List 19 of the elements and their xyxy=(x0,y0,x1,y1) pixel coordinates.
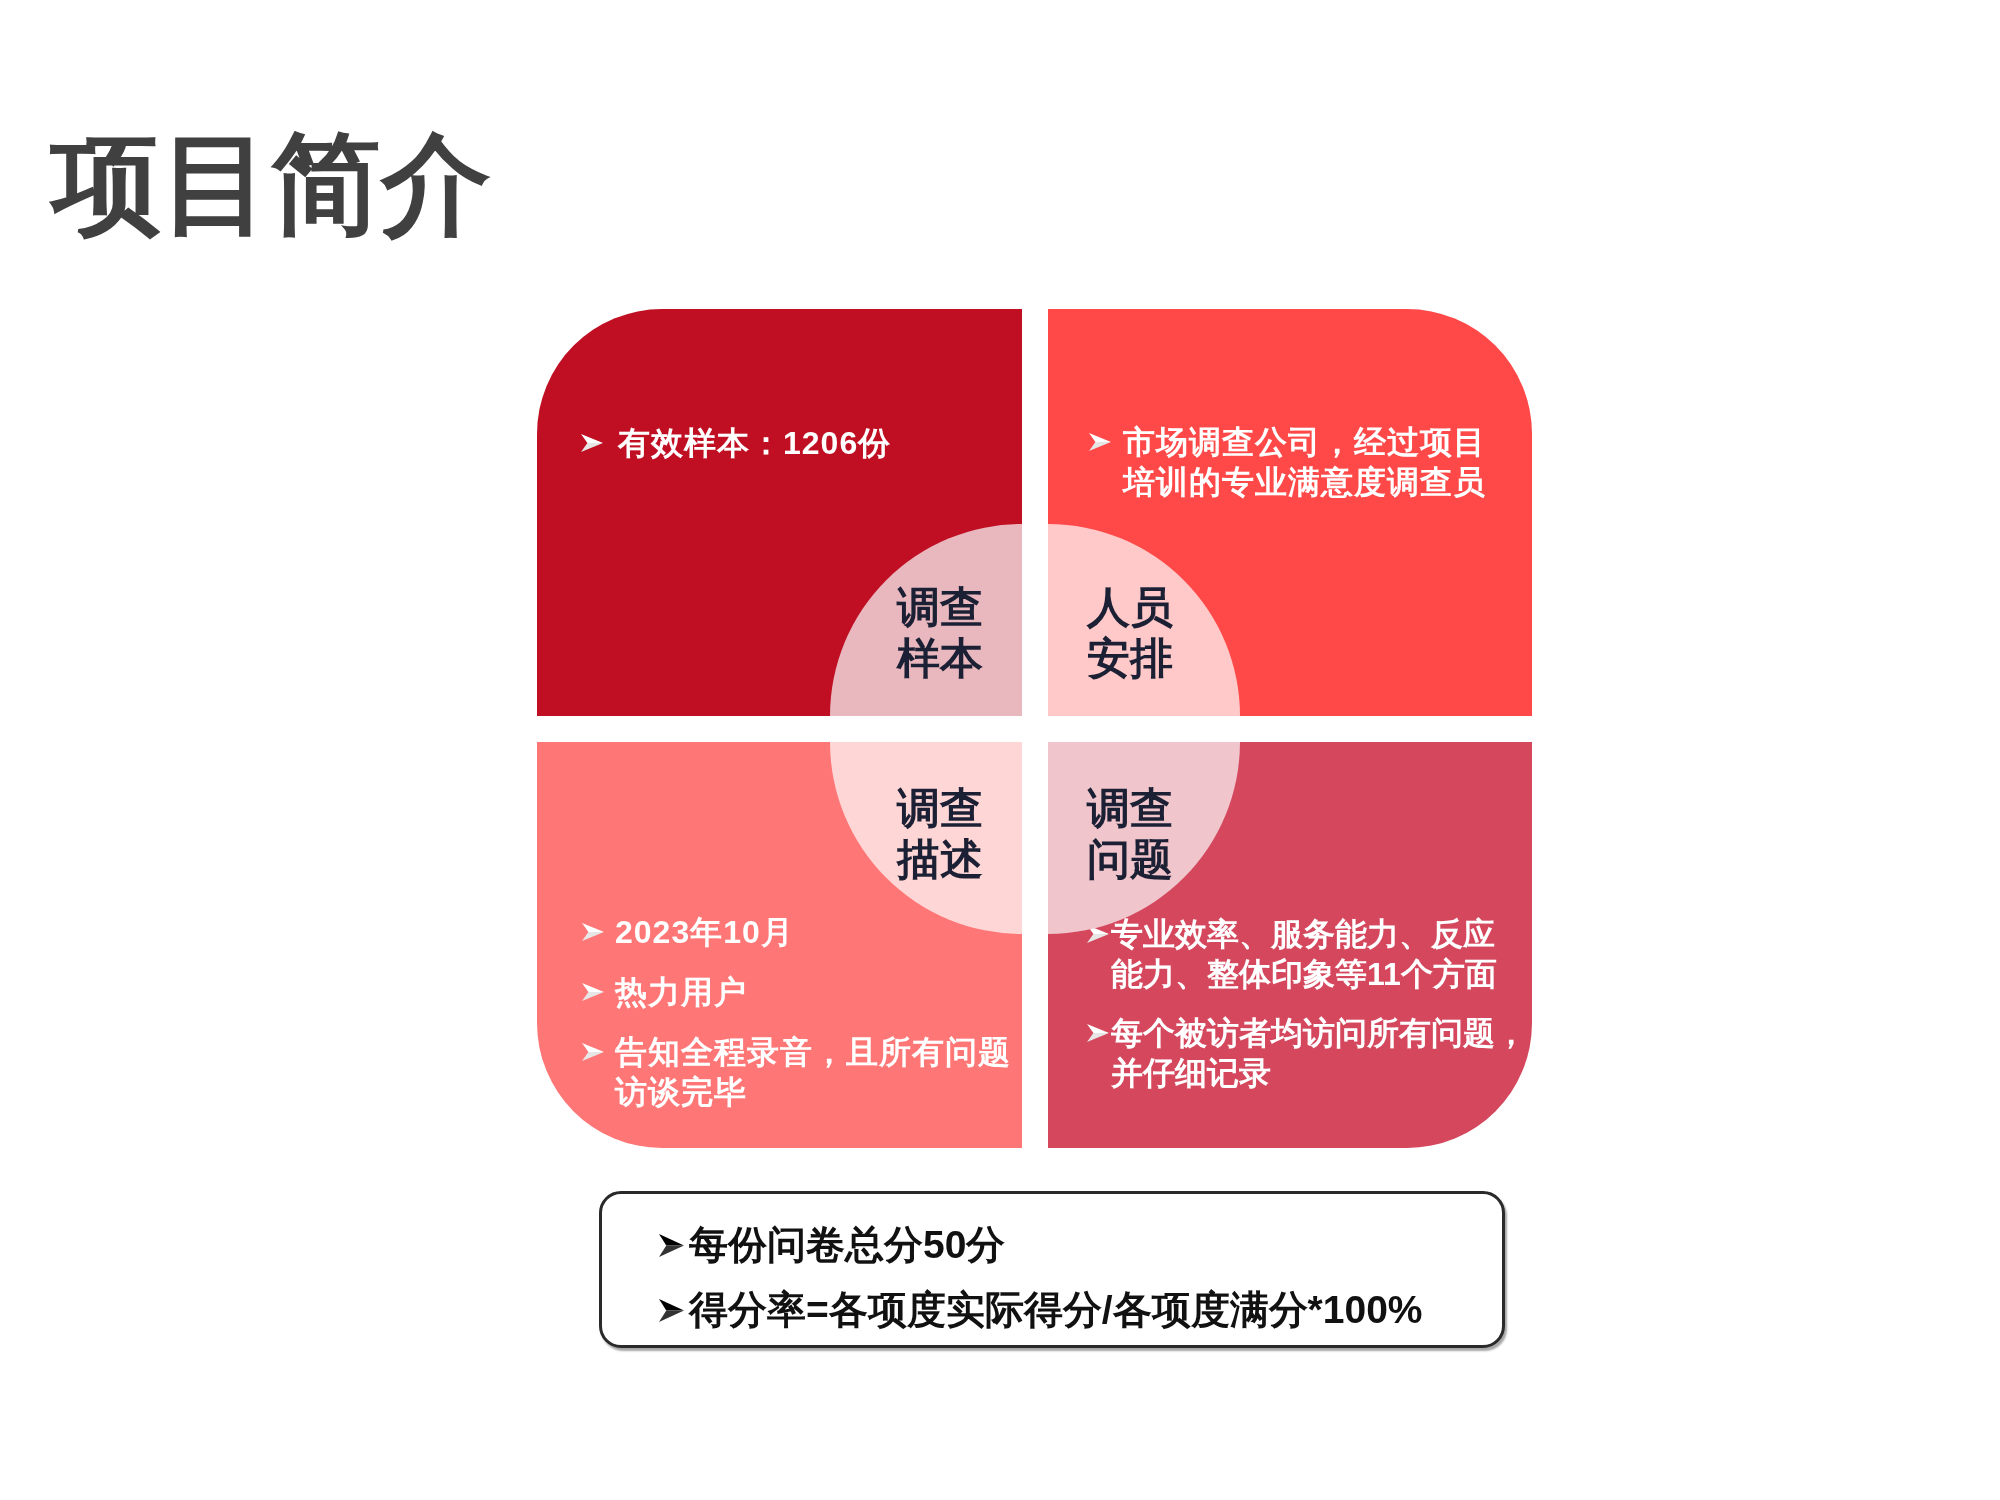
bullet-text: 热力用户 xyxy=(615,973,747,1012)
circle-label: 调查问题 xyxy=(1087,783,1174,885)
quadrant-panel xyxy=(1048,742,1532,1148)
quadrant-panel xyxy=(537,742,1022,1148)
page-title: 项目简介 xyxy=(51,124,491,244)
bullet-text: 2023年10月 xyxy=(615,913,794,952)
bullet-text: 告知全程录音，且所有问题访谈完毕 xyxy=(615,1033,1012,1112)
circle-label: 人员安排 xyxy=(1087,582,1174,684)
note-box xyxy=(599,1191,1505,1348)
bullet-text: 每个被访者均访问所有问题，并仔细记录 xyxy=(1111,1014,1528,1093)
note-text: 得分率=各项度实际得分/各项度满分*100% xyxy=(689,1287,1423,1333)
circle-label: 调查样本 xyxy=(897,582,984,684)
bullet-text: 有效样本：1206份 xyxy=(618,424,892,463)
bullet-text: 专业效率、服务能力、反应能力、整体印象等11个方面 xyxy=(1111,915,1498,994)
circle-label: 调查描述 xyxy=(897,783,984,885)
bullet-text: 市场调查公司，经过项目培训的专业满意度调查员 xyxy=(1123,423,1487,502)
quadrant-panel xyxy=(1048,309,1532,716)
quadrant-panel xyxy=(537,309,1022,716)
note-text: 每份问卷总分50分 xyxy=(689,1222,1006,1268)
